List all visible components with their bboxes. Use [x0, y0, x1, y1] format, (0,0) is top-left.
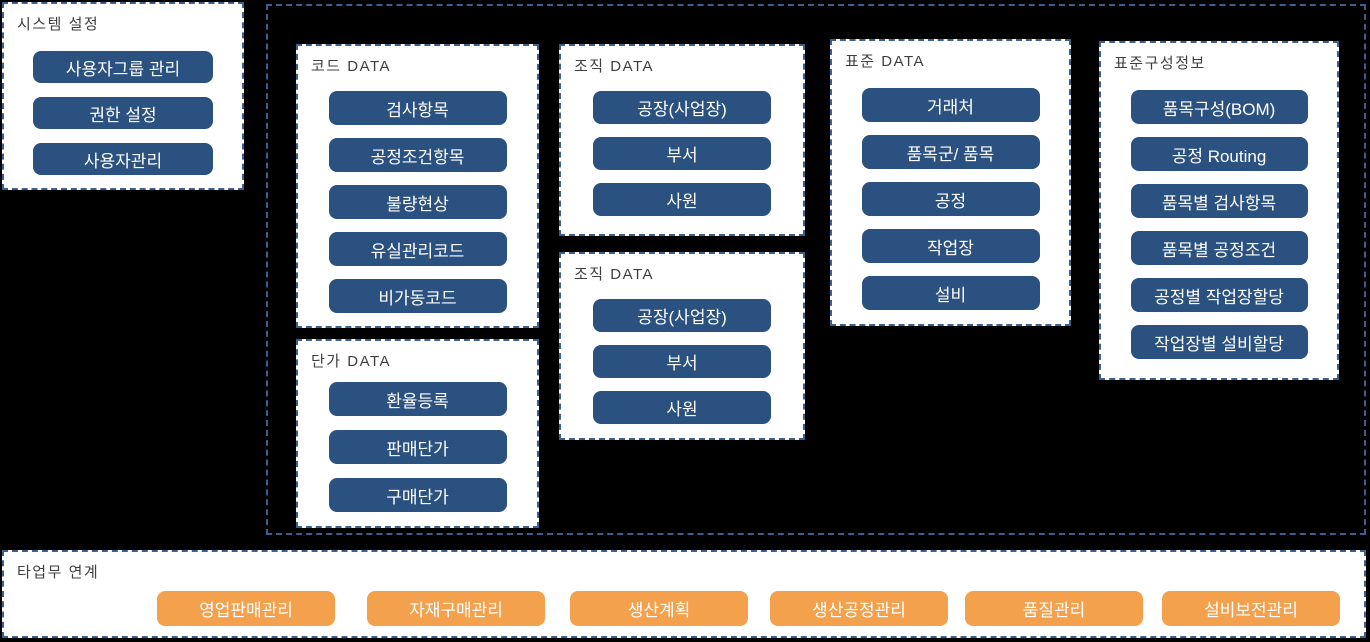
button-equipment-maintenance-management: 설비보전관리 — [1162, 591, 1340, 626]
button-factory-site-2: 공장(사업장) — [593, 299, 771, 332]
button-workcenter: 작업장 — [861, 229, 1040, 263]
button-process-condition-items: 공정조건항목 — [328, 138, 507, 172]
organization-data-1-button-stack: 공장(사업장) 부서 사원 — [561, 91, 803, 216]
button-quality-management: 품질관리 — [965, 591, 1143, 626]
panel-title-system-settings: 시스템 설정 — [17, 16, 100, 33]
button-factory-site-1: 공장(사업장) — [593, 91, 771, 124]
organization-data-2-button-stack: 공장(사업장) 부서 사원 — [561, 299, 803, 424]
standard-config-button-stack: 품목구성(BOM) 공정 Routing 품목별 검사항목 품목별 공정조건 공… — [1101, 90, 1337, 359]
button-employee-2: 사원 — [593, 391, 771, 424]
panel-standard-data: 표준 DATA 거래처 품목군/ 품목 공정 작업장 설비 — [830, 39, 1071, 326]
button-equipment: 설비 — [861, 276, 1040, 310]
panel-price-data: 단가 DATA 환율등록 판매단가 구매단가 — [296, 339, 539, 528]
button-exchange-rate-registration: 환율등록 — [328, 382, 507, 416]
button-department-2: 부서 — [593, 345, 771, 378]
button-employee-1: 사원 — [593, 183, 771, 216]
panel-title-code-data: 코드 DATA — [311, 58, 392, 75]
panel-title-standard-data: 표준 DATA — [845, 53, 926, 70]
button-process-workcenter-assignment: 공정별 작업장할당 — [1130, 278, 1308, 312]
panel-title-price-data: 단가 DATA — [311, 353, 392, 370]
button-sales-price: 판매단가 — [328, 430, 507, 464]
button-business-partner: 거래처 — [861, 88, 1040, 122]
code-data-button-stack: 검사항목 공정조건항목 불량현상 유실관리코드 비가동코드 — [298, 91, 537, 313]
button-purchase-price: 구매단가 — [328, 478, 507, 512]
panel-system-settings: 시스템 설정 사용자그룹 관리 권한 설정 사용자관리 — [2, 2, 244, 190]
panel-title-organization-data-1: 조직 DATA — [574, 58, 655, 75]
panel-code-data: 코드 DATA 검사항목 공정조건항목 불량현상 유실관리코드 비가동코드 — [296, 44, 539, 328]
panel-title-integration: 타업무 연계 — [17, 564, 100, 581]
button-inspection-items: 검사항목 — [328, 91, 507, 125]
button-loss-management-code: 유실관리코드 — [328, 232, 507, 266]
button-item-group-item: 품목군/ 품목 — [861, 135, 1040, 169]
button-sales-management: 영업판매관리 — [157, 591, 335, 626]
button-department-1: 부서 — [593, 137, 771, 170]
button-user-group-management: 사용자그룹 관리 — [33, 51, 213, 83]
button-item-inspection-items: 품목별 검사항목 — [1130, 184, 1308, 218]
button-production-process-management: 생산공정관리 — [770, 591, 948, 626]
button-process: 공정 — [861, 182, 1040, 216]
standard-data-button-stack: 거래처 품목군/ 품목 공정 작업장 설비 — [832, 88, 1069, 310]
master-data-container — [266, 4, 1366, 535]
button-permission-settings: 권한 설정 — [33, 97, 213, 129]
button-process-routing: 공정 Routing — [1130, 137, 1308, 171]
button-item-process-conditions: 품목별 공정조건 — [1130, 231, 1308, 265]
panel-integration-strip: 타업무 연계 영업판매관리 자재구매관리 생산계획 생산공정관리 품질관리 설비… — [2, 550, 1366, 638]
panel-title-organization-data-2: 조직 DATA — [574, 266, 655, 283]
panel-title-standard-config-info: 표준구성정보 — [1114, 55, 1206, 72]
button-bom: 품목구성(BOM) — [1130, 90, 1308, 124]
button-user-management: 사용자관리 — [33, 143, 213, 175]
button-production-planning: 생산계획 — [570, 591, 748, 626]
button-downtime-code: 비가동코드 — [328, 279, 507, 313]
panel-organization-data-2: 조직 DATA 공장(사업장) 부서 사원 — [559, 252, 805, 440]
system-settings-button-stack: 사용자그룹 관리 권한 설정 사용자관리 — [4, 51, 242, 175]
button-material-purchase-management: 자재구매관리 — [367, 591, 545, 626]
button-workcenter-equipment-assignment: 작업장별 설비할당 — [1130, 325, 1308, 359]
panel-organization-data-1: 조직 DATA 공장(사업장) 부서 사원 — [559, 44, 805, 236]
button-defect-phenomenon: 불량현상 — [328, 185, 507, 219]
panel-standard-config-info: 표준구성정보 품목구성(BOM) 공정 Routing 품목별 검사항목 품목별… — [1099, 41, 1339, 380]
price-data-button-stack: 환율등록 판매단가 구매단가 — [298, 382, 537, 512]
